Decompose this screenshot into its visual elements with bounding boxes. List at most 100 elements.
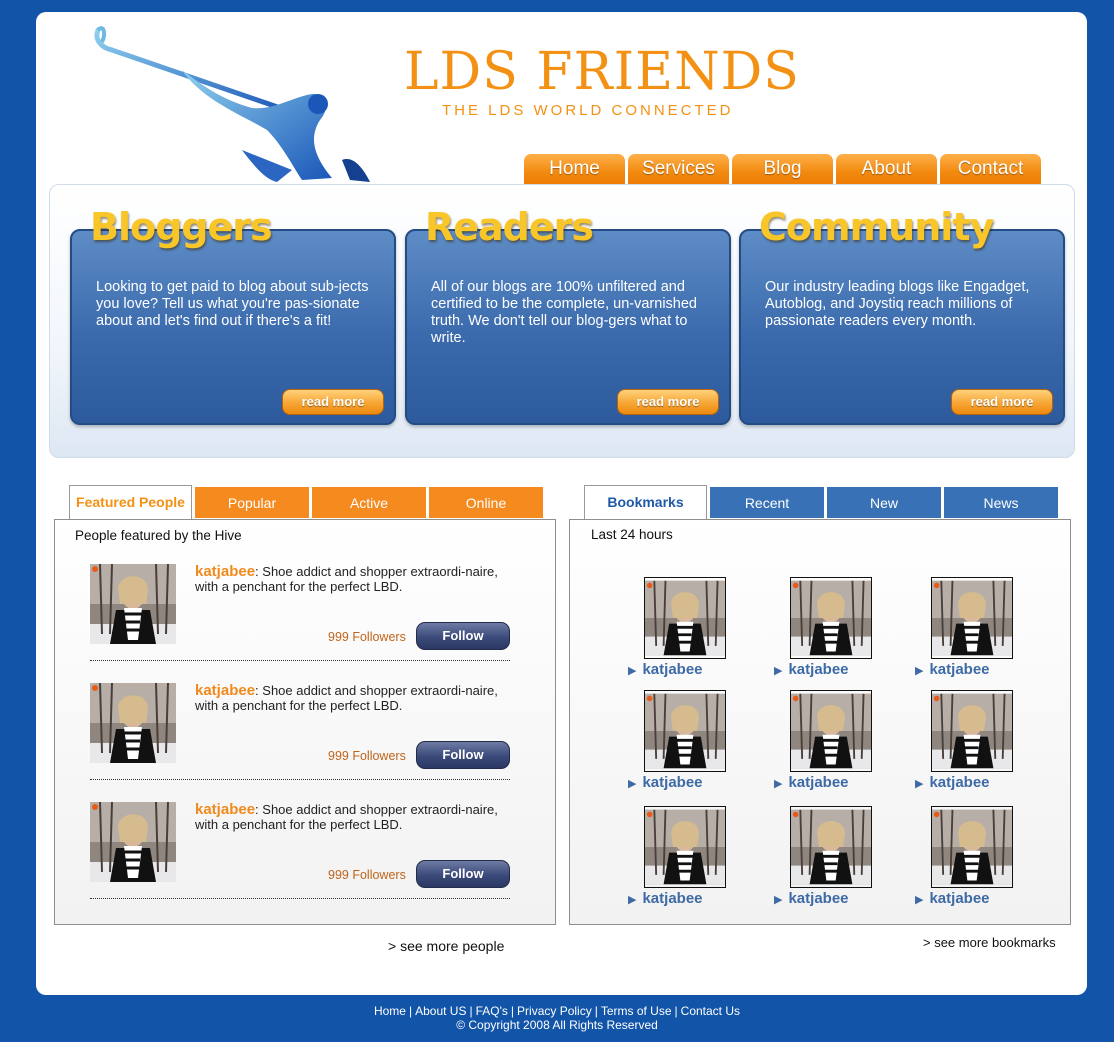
bookmark-name[interactable]: ▶katjabee [774,774,849,791]
follower-count[interactable]: 999 Followers [328,868,406,882]
bookmark-name[interactable]: ▶katjabee [774,661,849,678]
bookmark-thumbnail[interactable] [790,690,872,772]
nav-about[interactable]: About [836,154,937,184]
bookmark-item[interactable]: ▶ katjabee [915,690,1025,794]
avatar-photo-icon [90,802,176,882]
tab-bookmarks[interactable]: Bookmarks [584,485,707,519]
bookmark-name[interactable]: ▶katjabee [628,890,703,907]
tab-news[interactable]: News [944,487,1058,518]
bookmark-item[interactable]: ▶katjabee [628,806,738,910]
follow-button[interactable]: Follow [416,622,510,650]
feature-title: Readers [425,205,594,249]
bookmark-thumbnail[interactable] [644,577,726,659]
bookmark-item[interactable]: ▶ katjabee [915,806,1025,910]
tab-online[interactable]: Online [429,487,543,518]
footer-separator: | [594,1004,598,1018]
person-username[interactable]: katjabee [195,801,256,818]
feature-card-readers: Readers All of our blogs are 100% unfilt… [405,205,731,425]
brand-title: LDS FRIENDS [404,42,800,102]
see-more-people-link[interactable]: > see more people [388,938,505,954]
bookmark-name[interactable]: ▶ katjabee [628,774,703,791]
read-more-button[interactable]: read more [951,389,1053,415]
footer: Home|About US|FAQ's|Privacy Policy|Terms… [0,1004,1114,1032]
brand-subtitle: THE LDS WORLD CONNECTED [442,102,734,119]
read-more-button[interactable]: read more [617,389,719,415]
play-triangle-icon: ▶ [628,778,637,790]
tab-recent[interactable]: Recent [710,487,824,518]
follow-button[interactable]: Follow [416,741,510,769]
follower-count[interactable]: 999 Followers [328,630,406,644]
bookmark-photo-icon [645,580,725,656]
bookmark-name[interactable]: ▶ katjabee [774,890,849,907]
bookmark-username[interactable]: katjabee [642,774,703,791]
main-nav: Home Services Blog About Contact [524,154,1041,184]
footer-link-faq[interactable]: FAQ's [475,1004,508,1018]
bookmark-item[interactable]: ▶katjabee [915,577,1025,681]
bookmark-thumbnail[interactable] [931,806,1013,888]
bookmark-item[interactable]: ▶ katjabee [628,577,738,681]
person-username[interactable]: katjabee [195,682,256,699]
footer-link-privacy[interactable]: Privacy Policy [517,1004,592,1018]
bookmark-name[interactable]: ▶ katjabee [628,661,703,678]
copyright: © Copyright 2008 All Rights Reserved [456,1018,658,1032]
play-triangle-icon: ▶ [628,665,637,677]
play-triangle-icon: ▶ [915,894,924,906]
follower-count[interactable]: 999 Followers [328,749,406,763]
tab-new[interactable]: New [827,487,941,518]
bookmark-username[interactable]: katjabee [642,890,703,907]
bookmark-username[interactable]: katjabee [788,661,849,678]
bookmark-thumbnail[interactable] [790,577,872,659]
footer-link-contact[interactable]: Contact Us [680,1004,741,1018]
tab-active[interactable]: Active [312,487,426,518]
bookmark-username[interactable]: katjabee [929,890,990,907]
bookmark-name[interactable]: ▶ katjabee [915,890,990,907]
bookmark-username[interactable]: katjabee [929,774,990,791]
bookmark-photo-icon [791,693,871,769]
bookmark-thumbnail[interactable] [644,806,726,888]
follow-button[interactable]: Follow [416,860,510,888]
bookmark-item[interactable]: ▶katjabee [774,577,884,681]
see-more-bookmarks-link[interactable]: > see more bookmarks [923,935,1056,950]
people-tabs: Featured People Popular Active Online [69,485,543,519]
person-description: katjabee: Shoe addict and shopper extrao… [195,683,517,713]
avatar[interactable] [90,802,176,882]
bookmark-thumbnail[interactable] [931,577,1013,659]
footer-separator: | [408,1004,413,1018]
avatar[interactable] [90,683,176,763]
read-more-button[interactable]: read more [282,389,384,415]
bookmark-photo-icon [791,580,871,656]
footer-link-home[interactable]: Home [373,1004,406,1018]
bookmark-thumbnail[interactable] [790,806,872,888]
feature-card-community: Community Our industry leading blogs lik… [739,205,1065,425]
bookmark-username[interactable]: katjabee [642,661,703,678]
tab-featured-people[interactable]: Featured People [69,485,192,519]
person-username[interactable]: katjabee [195,563,256,580]
bookmarks-panel-label: Last 24 hours [591,527,673,542]
nav-blog[interactable]: Blog [732,154,833,184]
avatar[interactable] [90,564,176,644]
bookmark-item[interactable]: ▶katjabee [774,690,884,794]
bookmarks-panel: Last 24 hours ▶ katjabee ▶ katjabee ▶ katjabe… [569,519,1071,925]
nav-contact[interactable]: Contact [940,154,1041,184]
bookmarks-tabs: Bookmarks Recent New News [584,485,1058,519]
bookmark-username[interactable]: katjabee [788,774,849,791]
play-triangle-icon: ▶ [774,894,783,906]
bookmark-thumbnail[interactable] [644,690,726,772]
footer-link-about[interactable]: About US [415,1004,467,1018]
bookmark-username[interactable]: katjabee [929,661,990,678]
footer-link-terms[interactable]: Terms of Use [600,1004,672,1018]
bookmark-item[interactable]: ▶ katjabee [628,690,738,794]
nav-home[interactable]: Home [524,154,625,184]
tab-popular[interactable]: Popular [195,487,309,518]
bookmark-username[interactable]: katjabee [788,890,849,907]
bookmark-thumbnail[interactable] [931,690,1013,772]
play-triangle-icon: ▶ [915,778,924,790]
footer-links: Home|About US|FAQ's|Privacy Policy|Terms… [0,1004,1114,1018]
bookmark-photo-icon [932,580,1012,656]
nav-services[interactable]: Services [628,154,729,184]
bookmark-name[interactable]: ▶katjabee [915,661,990,678]
bookmark-item[interactable]: ▶ katjabee [774,806,884,910]
feature-text: Looking to get paid to blog about sub-je… [96,279,369,329]
bookmark-name[interactable]: ▶ katjabee [915,774,990,791]
person-description: katjabee: Shoe addict and shopper extrao… [195,564,517,594]
